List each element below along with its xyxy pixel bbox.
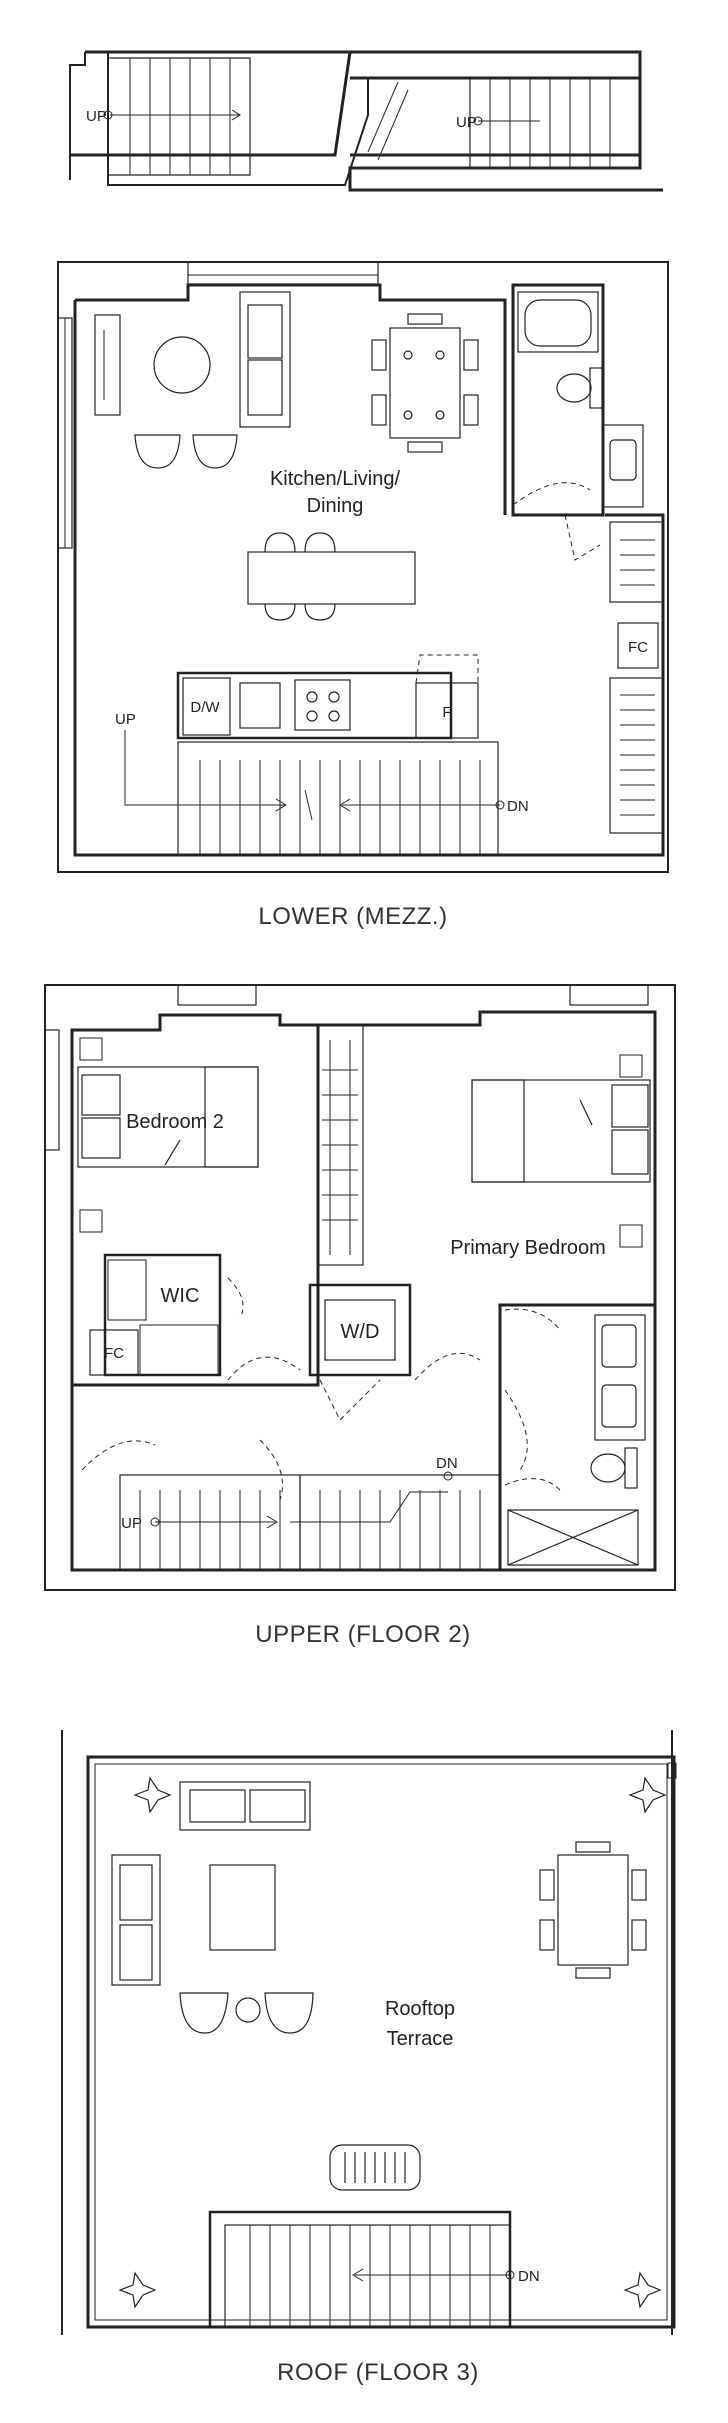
- upper-sinks-icon: [594, 1314, 646, 1441]
- vanity-icon: [602, 424, 644, 508]
- primary-bed-icon: [471, 1079, 651, 1183]
- plant-icon: [118, 1776, 667, 2309]
- lower-floor-plan: [57, 261, 669, 873]
- upper-up-label: UP: [121, 1515, 142, 1532]
- roof-floor-title: ROOF (FLOOR 3): [277, 2359, 479, 2386]
- roof-sofa-top-icon: [179, 1781, 311, 1831]
- sofa-icon: [239, 291, 291, 428]
- shower-icon: [507, 1509, 639, 1566]
- wic-label: WIC: [161, 1285, 200, 1307]
- upper-dn-label: DN: [436, 1455, 458, 1472]
- roof-stair-treads: [249, 2225, 491, 2327]
- armchair-icon: [134, 434, 238, 469]
- roof-sofa-left-icon: [111, 1854, 161, 1986]
- dishwasher-label: D/W: [190, 699, 220, 716]
- bedroom2-bed-icon: [77, 1066, 259, 1168]
- lower-floor-title: LOWER (MEZZ.): [258, 903, 447, 930]
- roof-lounge-chairs-icon: [179, 1992, 314, 2034]
- stair-up-label-left: UP: [86, 108, 107, 125]
- primary-bedroom-label: Primary Bedroom: [450, 1237, 606, 1259]
- cooktop-icon: [294, 679, 351, 731]
- lower-up-label: UP: [115, 711, 136, 728]
- kitchen-island-icon: [247, 532, 416, 621]
- fridge-label: F: [442, 704, 451, 721]
- lower-stair-treads: [199, 760, 481, 855]
- roof-dn-label: DN: [518, 2268, 540, 2285]
- washer-dryer-label: W/D: [341, 1321, 380, 1343]
- roof-dining-table-icon: [539, 1841, 647, 1979]
- toilet-icon: [556, 367, 603, 409]
- lower-fc-label: FC: [628, 639, 648, 656]
- stair-up-label-right: UP: [456, 114, 477, 131]
- upper-toilet-icon: [590, 1447, 638, 1489]
- stair-treads-right: [489, 78, 611, 168]
- bbq-grill-icon: [329, 2144, 421, 2191]
- dining-table-icon: [371, 313, 479, 453]
- upper-floor-plan: [44, 984, 676, 1591]
- upper-fc-label: FC: [104, 1345, 124, 1362]
- bedroom2-label: Bedroom 2: [126, 1111, 224, 1133]
- roof-floor-plan: [61, 1730, 677, 2335]
- shelving: [620, 539, 655, 816]
- upper-closet-rods: [322, 1040, 358, 1255]
- lower-dn-label: DN: [507, 798, 529, 815]
- round-table-icon: [153, 336, 211, 394]
- stairwell-plan: [69, 50, 663, 192]
- lower-room-label-line2: Dining: [307, 495, 364, 517]
- roof-room-label-line2: Terrace: [387, 2028, 454, 2050]
- bathtub-icon: [517, 291, 599, 353]
- lower-room-label-line1: Kitchen/Living/: [270, 468, 401, 490]
- upper-stair-treads: [139, 1490, 481, 1570]
- stair-treads-left: [129, 58, 231, 175]
- upper-floor-title: UPPER (FLOOR 2): [255, 1621, 471, 1648]
- roof-room-label-line1: Rooftop: [385, 1998, 455, 2020]
